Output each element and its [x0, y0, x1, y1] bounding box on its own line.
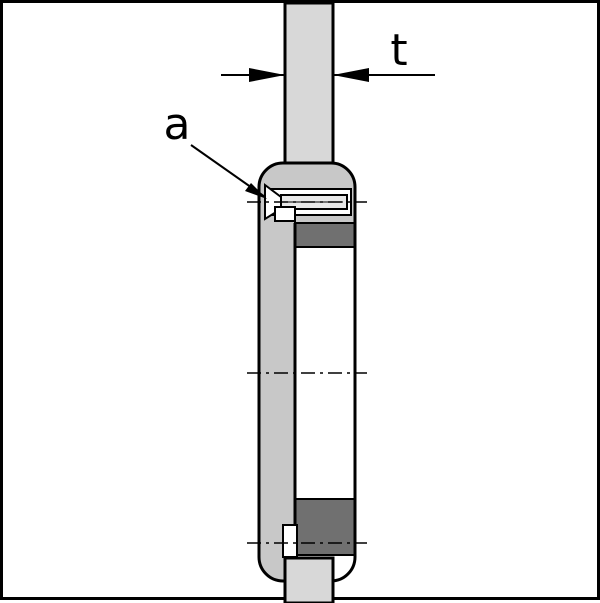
dimension-label-t: t [390, 25, 407, 76]
seal-ring [259, 163, 355, 581]
dimension-t [221, 68, 435, 82]
upper-lip-section [294, 222, 355, 248]
shaft-lower [283, 556, 335, 603]
countersunk-screw [264, 183, 352, 222]
lower-lip-section [294, 498, 355, 556]
lower-slot [282, 524, 298, 558]
cross-section-drawing: t a [164, 3, 435, 603]
shaft-upper [283, 3, 335, 185]
callout-label-a: a [164, 99, 191, 150]
